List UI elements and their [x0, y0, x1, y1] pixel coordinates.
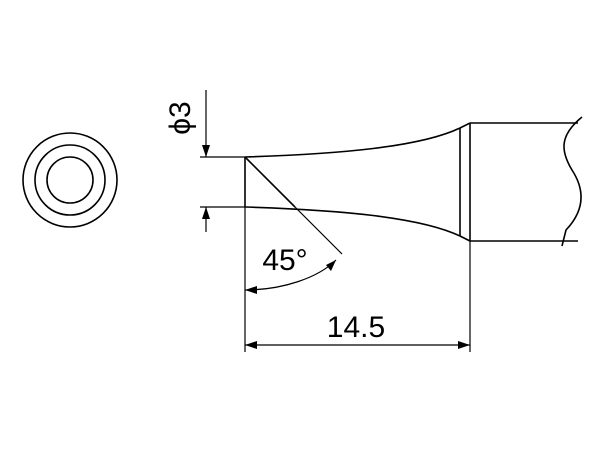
- end-view-outer-circle: [22, 132, 118, 228]
- length-dimension: 14.5: [245, 241, 471, 352]
- angle-label: 45°: [262, 244, 307, 277]
- diameter-arrow-top: [202, 145, 210, 157]
- break-line: [561, 116, 583, 247]
- angle-dimension: 45°: [244, 206, 343, 352]
- tip-side-view: [244, 116, 583, 247]
- end-view-inner-circle: [46, 156, 94, 204]
- end-view-middle-circle: [34, 144, 106, 216]
- diameter-arrow-bottom: [202, 207, 210, 219]
- angle-arrow-left: [245, 286, 257, 294]
- taper-bottom-edge: [244, 206, 461, 237]
- collar-bottom-bevel: [459, 235, 471, 242]
- angle-ext-line: [294, 206, 343, 255]
- collar-top-bevel: [459, 122, 471, 129]
- bevel-line: [244, 156, 296, 208]
- tip-end-view: [22, 132, 118, 228]
- taper-top-edge: [244, 127, 461, 158]
- length-arrow-right: [458, 341, 470, 349]
- diameter-label: ϕ3: [164, 101, 197, 135]
- diameter-dimension: ϕ3: [164, 90, 245, 232]
- length-arrow-left: [245, 341, 257, 349]
- length-label: 14.5: [327, 311, 385, 344]
- angle-arrow-right: [326, 260, 336, 271]
